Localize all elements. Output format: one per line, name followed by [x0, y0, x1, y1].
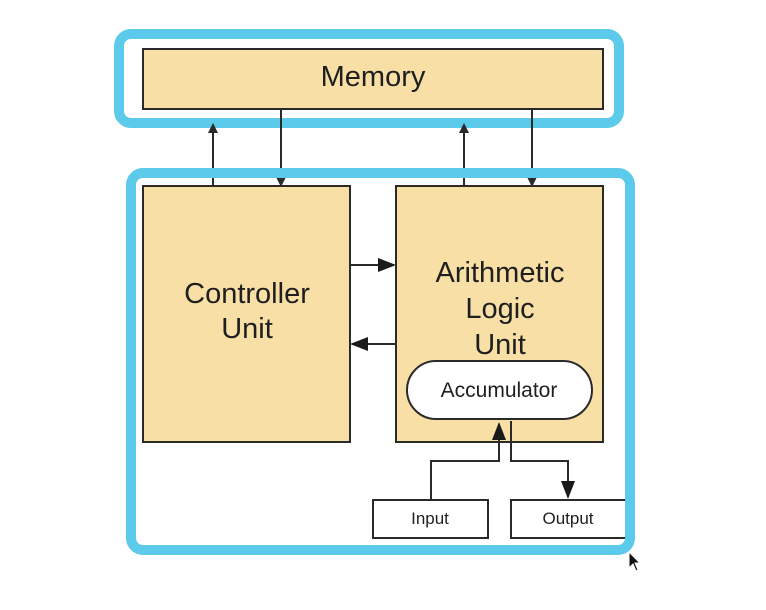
accumulator: Accumulator	[406, 360, 593, 420]
controller-label-line1: Controller	[184, 278, 310, 310]
mouse-cursor-icon	[628, 550, 642, 572]
input-label: Input	[411, 509, 449, 528]
controller-unit-block: Controller Unit	[142, 185, 351, 443]
output-label: Output	[542, 509, 593, 528]
alu-label-line3: Unit	[474, 329, 526, 361]
cpu-highlight	[126, 168, 635, 555]
input-to-accumulator-arrow	[430, 422, 506, 500]
accumulator-to-output-arrow	[510, 421, 575, 499]
memory-label: Memory	[321, 61, 426, 93]
controller-label-line2: Unit	[221, 313, 273, 345]
accumulator-label: Accumulator	[441, 379, 558, 402]
output-block: Output	[510, 499, 627, 539]
memory-highlight	[114, 29, 624, 128]
memory-block: Memory	[142, 48, 604, 110]
alu-label-line2: Logic	[465, 293, 534, 325]
alu-label-line1: Arithmetic	[436, 257, 565, 289]
input-block: Input	[372, 499, 489, 539]
